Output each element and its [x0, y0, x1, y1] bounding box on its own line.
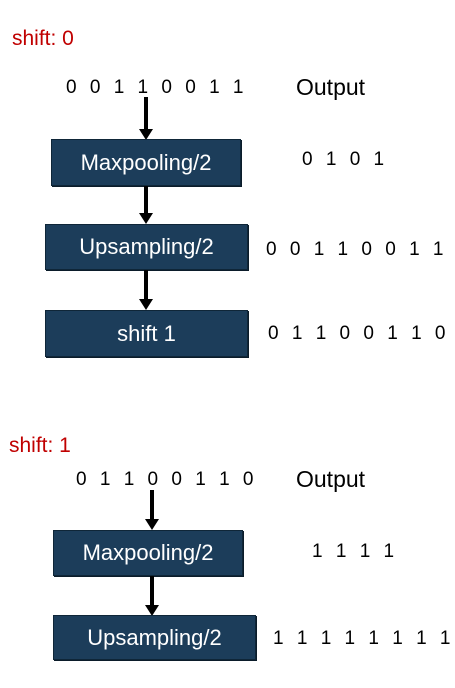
- input-bits-shift-0: 0 0 1 1 0 0 1 1: [66, 77, 248, 98]
- shift-box: shift 1: [45, 310, 248, 357]
- output-title-shift-1: Output: [296, 466, 366, 492]
- output-bits: 0 0 1 1 0 0 1 1: [266, 239, 448, 260]
- section-label-shift-1: shift: 1: [9, 434, 71, 457]
- arrow-down-icon: [145, 490, 159, 530]
- output-bits: 0 1 1 0 0 1 1 0: [268, 323, 450, 344]
- output-bits: 0 1 0 1: [302, 149, 389, 170]
- upsampling-box: Upsampling/2: [53, 615, 256, 660]
- output-title-shift-0: Output: [296, 74, 366, 100]
- section-label-shift-0: shift: 0: [12, 27, 74, 50]
- input-bits-shift-1: 0 1 1 0 0 1 1 0: [76, 469, 258, 490]
- output-bits: 1 1 1 1 1 1 1 1: [273, 628, 455, 649]
- arrow-down-icon: [145, 576, 159, 616]
- maxpooling-box: Maxpooling/2: [53, 530, 243, 576]
- arrow-down-icon: [139, 270, 153, 310]
- arrow-down-icon: [139, 97, 153, 140]
- upsampling-box: Upsampling/2: [45, 224, 248, 270]
- maxpooling-box: Maxpooling/2: [51, 139, 241, 186]
- arrow-down-icon: [139, 186, 153, 224]
- output-bits: 1 1 1 1: [312, 541, 399, 562]
